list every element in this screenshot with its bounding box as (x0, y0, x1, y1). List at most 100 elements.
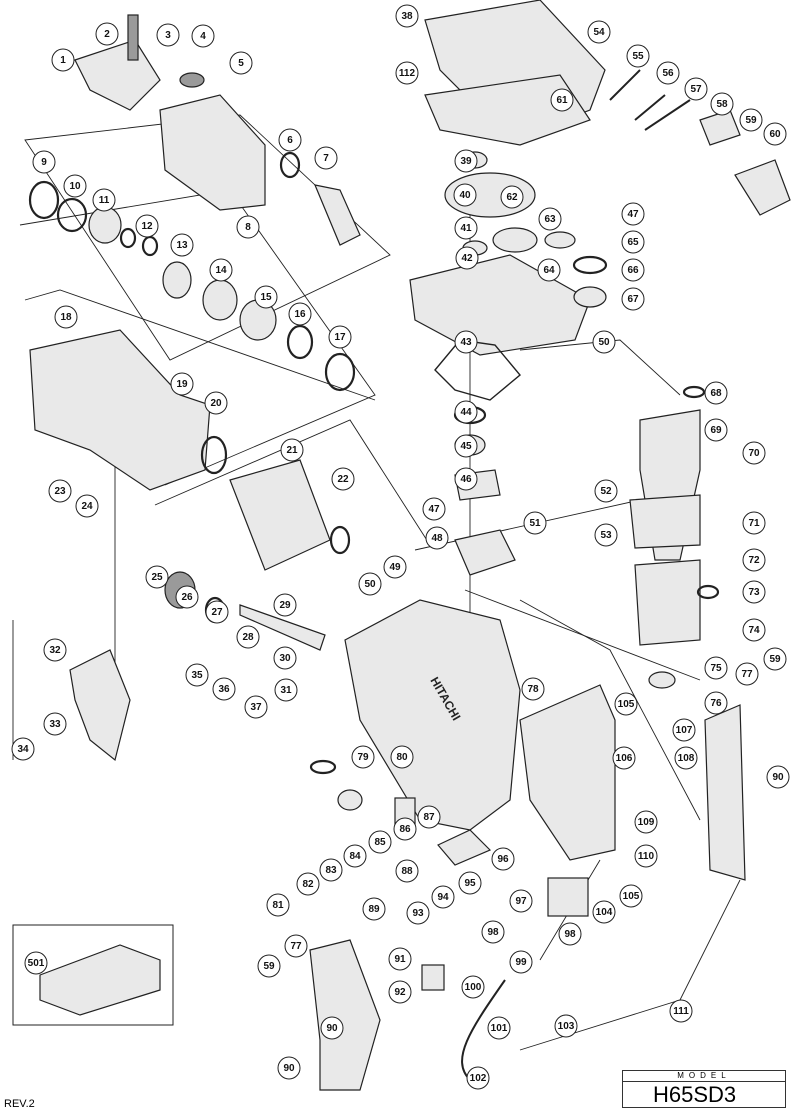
callout-63: 63 (538, 207, 562, 231)
callout-110: 110 (634, 844, 658, 868)
callout-number: 45 (460, 441, 472, 452)
callout-circle (328, 325, 352, 349)
callout-circle (735, 662, 759, 686)
callout-circle (592, 900, 616, 924)
callout-circle (621, 258, 645, 282)
callout-number: 8 (245, 222, 251, 233)
model-label: MODEL (623, 1071, 785, 1082)
callout-circle (273, 646, 297, 670)
callout-16: 16 (288, 302, 312, 326)
callout-circle (742, 511, 766, 535)
callout-circle (458, 871, 482, 895)
callout-circle (621, 230, 645, 254)
callout-number: 91 (394, 954, 406, 965)
callout-43: 43 (454, 330, 478, 354)
callout-59: 59 (257, 954, 281, 978)
callout-44: 44 (454, 400, 478, 424)
callout-number: 7 (323, 153, 329, 164)
callout-circle (63, 174, 87, 198)
callout-51: 51 (523, 511, 547, 535)
callout-number: 16 (294, 309, 306, 320)
callout-number: 38 (401, 11, 413, 22)
callout-circle (278, 128, 302, 152)
callout-95: 95 (458, 871, 482, 895)
callout-59: 59 (739, 108, 763, 132)
callout-106: 106 (612, 746, 636, 770)
callout-circle (92, 188, 116, 212)
callout-90: 90 (766, 765, 790, 789)
callout-circle (254, 285, 278, 309)
callout-number: 102 (470, 1073, 487, 1084)
callout-number: 80 (396, 752, 408, 763)
callout-26: 26 (175, 585, 199, 609)
callout-104: 104 (592, 900, 616, 924)
callout-number: 103 (558, 1021, 575, 1032)
callout-circle (48, 479, 72, 503)
callout-number: 23 (54, 486, 66, 497)
callout-circle (614, 692, 638, 716)
callout-40: 40 (453, 183, 477, 207)
callout-circle (431, 885, 455, 909)
callout-31: 31 (274, 678, 298, 702)
callout-number: 92 (394, 987, 406, 998)
callout-circle (135, 214, 159, 238)
callout-number: 6 (287, 135, 293, 146)
callout-number: 55 (632, 51, 644, 62)
callout-number: 501 (28, 958, 45, 969)
callout-5: 5 (229, 51, 253, 75)
callout-45: 45 (454, 434, 478, 458)
stator (634, 559, 701, 646)
callout-23: 23 (48, 479, 72, 503)
callout-number: 62 (506, 192, 518, 203)
fan-guide (629, 494, 701, 549)
callout-68: 68 (704, 381, 728, 405)
callout-4: 4 (191, 24, 215, 48)
callout-circle (454, 216, 478, 240)
callout-circle (710, 92, 734, 116)
callout-number: 59 (263, 961, 275, 972)
callout-number: 32 (49, 645, 61, 656)
callout-circle (170, 372, 194, 396)
callout-41: 41 (454, 216, 478, 240)
callout-number: 105 (623, 891, 640, 902)
callout-78: 78 (521, 677, 545, 701)
callout-112: 112 (395, 61, 419, 85)
callout-number: 21 (286, 445, 298, 456)
callout-number: 67 (627, 294, 639, 305)
callout-89: 89 (362, 897, 386, 921)
callout-number: 47 (428, 504, 440, 515)
callout-circle (500, 185, 524, 209)
callout-number: 100 (465, 982, 482, 993)
callout-circle (509, 950, 533, 974)
callout-number: 11 (99, 195, 110, 206)
callout-circle (763, 647, 787, 671)
cushion (179, 72, 205, 88)
callout-28: 28 (236, 625, 260, 649)
callout-circle (619, 884, 643, 908)
callout-circle (393, 817, 417, 841)
callout-circle (280, 438, 304, 462)
callout-number: 69 (710, 425, 722, 436)
callout-82: 82 (296, 872, 320, 896)
callout-number: 25 (151, 572, 163, 583)
callout-105: 105 (614, 692, 638, 716)
callout-circle (343, 844, 367, 868)
callout-2: 2 (95, 22, 119, 46)
callout-circle (244, 695, 268, 719)
callout-77: 77 (735, 662, 759, 686)
callout-number: 66 (627, 265, 639, 276)
callout-number: 109 (638, 817, 655, 828)
crank-shaft (454, 529, 516, 576)
callout-number: 18 (60, 312, 72, 323)
callout-circle (266, 893, 290, 917)
callout-circle (383, 555, 407, 579)
callout-19: 19 (170, 372, 194, 396)
callout-85: 85 (368, 830, 392, 854)
callout-11: 11 (92, 188, 116, 212)
callout-number: 50 (364, 579, 376, 590)
callout-number: 76 (710, 698, 722, 709)
callout-circle (684, 77, 708, 101)
callout-number: 36 (218, 684, 230, 695)
callout-circle (587, 20, 611, 44)
callout-3: 3 (156, 23, 180, 47)
